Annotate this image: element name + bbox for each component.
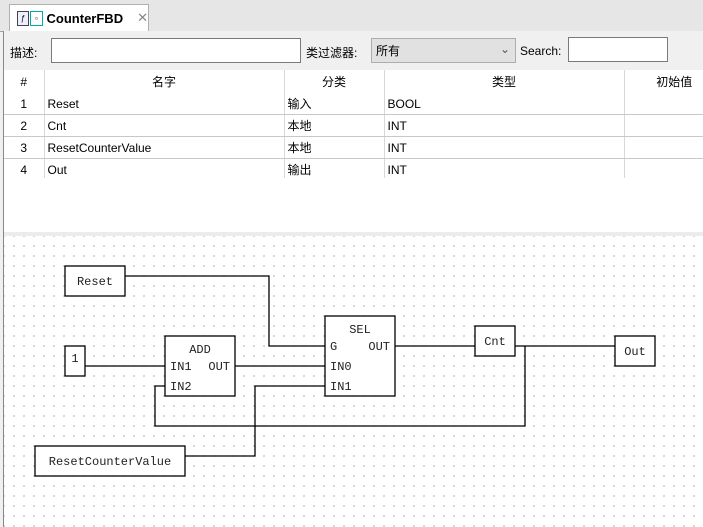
cell-category[interactable]: 本地	[283, 136, 384, 159]
col-header-name[interactable]: 名字	[43, 70, 284, 93]
add-title: ADD	[189, 343, 211, 357]
col-header-category[interactable]: 分类	[283, 70, 384, 93]
var-rcv-box	[34, 445, 186, 477]
tab-title: CounterFBD	[46, 10, 124, 26]
search-input[interactable]	[568, 37, 668, 62]
fbd-canvas[interactable]: Reset 1 ResetCounterValue Cnt Out ADD IN…	[4, 236, 703, 527]
var-reset-label[interactable]: Reset	[77, 275, 113, 289]
category-filter-value: 所有	[376, 44, 401, 58]
add-block	[164, 335, 236, 397]
var-one-label[interactable]: 1	[71, 352, 78, 366]
var-out-box	[614, 335, 656, 367]
cell-initial[interactable]	[623, 114, 703, 137]
add-in1: IN1	[170, 360, 192, 374]
var-out-label[interactable]: Out	[624, 345, 646, 359]
wire-feedback	[154, 346, 526, 427]
desc-input[interactable]	[51, 38, 301, 63]
tab-counterfbd[interactable]: ƒ ▫ CounterFBD ✕	[9, 4, 149, 31]
chevron-down-icon: ⌄	[499, 42, 510, 56]
search-label: Search:	[520, 44, 562, 58]
var-reset-box	[64, 265, 126, 297]
var-rcv-label[interactable]: ResetCounterValue	[49, 455, 171, 469]
cell-name[interactable]: Cnt	[43, 114, 284, 137]
sel-block	[324, 315, 396, 397]
block-icon: ▫	[30, 10, 43, 26]
table-header: # 名字 分类 类型 初始值	[4, 70, 703, 93]
add-in2: IN2	[170, 380, 192, 394]
cell-name[interactable]: Reset	[43, 93, 284, 115]
sel-out: OUT	[368, 340, 390, 354]
wire-reset-g	[125, 275, 325, 347]
sel-g: G	[330, 340, 337, 354]
cell-index: 2	[4, 114, 44, 137]
col-header-index[interactable]: #	[4, 70, 44, 93]
var-one-box	[64, 345, 86, 377]
tab-bar: ƒ ▫ CounterFBD ✕	[0, 0, 703, 32]
cell-index: 1	[4, 93, 44, 115]
category-filter-select[interactable]: 所有 ⌄	[371, 38, 516, 63]
cell-name[interactable]: ResetCounterValue	[43, 136, 284, 159]
cell-initial[interactable]	[623, 93, 703, 115]
sel-title: SEL	[349, 323, 371, 337]
close-icon[interactable]: ✕	[137, 10, 148, 25]
sel-in0: IN0	[330, 360, 352, 374]
category-filter-label: 类过滤器:	[306, 46, 358, 60]
wire-rcv-in1	[185, 385, 325, 457]
splitter[interactable]	[4, 232, 703, 236]
cell-initial[interactable]	[623, 136, 703, 159]
var-cnt-label[interactable]: Cnt	[484, 335, 506, 349]
desc-label: 描述:	[10, 46, 38, 60]
col-header-type[interactable]: 类型	[383, 70, 624, 93]
col-header-initial[interactable]: 初始值	[623, 70, 703, 93]
table-empty-area	[4, 178, 703, 232]
var-cnt-box	[474, 325, 516, 357]
sel-in1: IN1	[330, 380, 352, 394]
fbd-icon: ƒ	[17, 10, 30, 26]
cell-type[interactable]: INT	[383, 114, 624, 137]
cell-type[interactable]: INT	[383, 136, 624, 159]
cell-index: 3	[4, 136, 44, 159]
cell-category[interactable]: 输入	[283, 93, 384, 115]
cell-category[interactable]: 本地	[283, 114, 384, 137]
cell-type[interactable]: BOOL	[383, 93, 624, 115]
add-out: OUT	[208, 360, 230, 374]
